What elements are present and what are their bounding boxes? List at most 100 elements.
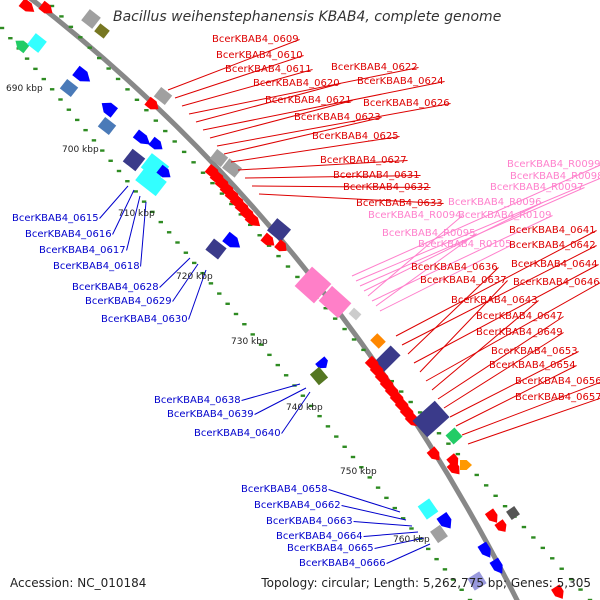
leader-line — [241, 383, 301, 401]
leader-line — [449, 351, 579, 418]
leader-line — [258, 193, 444, 204]
gene-label-red: BcerKBAB4_0632 — [343, 182, 430, 193]
kbp-scale-label: 730 kbp — [231, 337, 268, 347]
leader-line — [99, 185, 129, 219]
leader-line — [195, 83, 341, 123]
gene-box — [266, 218, 292, 242]
leader-line — [188, 67, 419, 115]
gene-arrow — [477, 541, 491, 558]
leader-line — [379, 244, 513, 312]
leader-line — [461, 381, 600, 436]
gene-box — [59, 78, 79, 98]
gene-box — [417, 498, 439, 520]
gene-box — [135, 165, 167, 197]
gene-label-pink: BcerKBAB4_R0096 — [448, 197, 542, 208]
leader-lines — [99, 39, 600, 564]
kbp-scale-label: 710 kbp — [118, 209, 155, 219]
leader-line — [386, 543, 431, 564]
leader-line — [455, 365, 577, 427]
gene-label-pink: BcerKBAB4_R0095 — [382, 228, 476, 239]
gene-label-red-lower: BcerKBAB4_0646 — [513, 277, 600, 288]
leader-line — [188, 269, 207, 320]
gene-arrow — [484, 508, 498, 523]
gene-label-red: BcerKBAB4_0624 — [357, 76, 444, 87]
gene-label-blue: BcerKBAB4_0640 — [194, 428, 281, 439]
leader-line — [355, 177, 600, 282]
leader-line — [244, 175, 421, 179]
gene-label-red: BcerKBAB4_0627 — [320, 155, 407, 166]
gene-label-blue: BcerKBAB4_0628 — [72, 282, 159, 293]
gene-label-red: BcerKBAB4_0631 — [333, 170, 420, 181]
gene-label-red-lower: BcerKBAB4_0644 — [511, 259, 598, 270]
gene-label-red-lower: BcerKBAB4_0649 — [476, 327, 563, 338]
gene-label-red-lower: BcerKBAB4_0657 — [515, 392, 600, 403]
gene-arrow — [144, 96, 159, 110]
gene-box — [94, 23, 110, 39]
gene-label-blue: BcerKBAB4_0666 — [299, 558, 386, 569]
gene-label-red: BcerKBAB4_0625 — [312, 131, 399, 142]
gene-arrow — [38, 0, 53, 14]
gene-label-red-lower: BcerKBAB4_0637 — [420, 275, 507, 286]
gene-label-blue: BcerKBAB4_0617 — [39, 245, 126, 256]
kbp-scale-label: 740 kbp — [286, 403, 323, 413]
gene-label-blue: BcerKBAB4_0638 — [154, 395, 241, 406]
gene-arrow — [148, 136, 163, 150]
kbp-scale-label: 760 kbp — [393, 535, 430, 545]
leader-line — [181, 69, 313, 107]
kbp-scale-label: 690 kbp — [6, 84, 43, 94]
gene-arrow — [551, 584, 564, 599]
leader-line — [351, 164, 600, 277]
gene-box — [370, 333, 386, 349]
gene-label-blue: BcerKBAB4_0658 — [241, 484, 328, 495]
backbone-arc — [28, 0, 520, 600]
gene-label-red: BcerKBAB4_0621 — [265, 95, 352, 106]
leader-line — [216, 103, 451, 147]
gene-label-blue: BcerKBAB4_0664 — [276, 531, 363, 542]
leader-line — [467, 397, 600, 445]
gene-arrow — [315, 356, 328, 369]
gene-label-pink: BcerKBAB4_R0099 — [507, 159, 600, 170]
leader-line — [341, 505, 407, 521]
gene-arrow — [494, 519, 507, 532]
gene-label-pink: BcerKBAB4_R0105 — [418, 239, 512, 250]
gene-box — [27, 33, 47, 53]
gene-label-pink: BcerKBAB4_R0109 — [458, 210, 552, 221]
gene-label-pink: BcerKBAB4_R0094 — [368, 210, 462, 221]
leader-line — [328, 489, 401, 513]
gene-arrow — [489, 557, 503, 574]
gene-arrow — [426, 446, 440, 461]
leader-line — [374, 537, 425, 549]
topology-text: Topology: circular; Length: 5,262,775 bp… — [261, 576, 591, 590]
gene-layer — [15, 0, 564, 599]
kbp-scale-label: 750 kbp — [340, 467, 377, 477]
gene-arrow — [222, 231, 241, 248]
gene-label-red: BcerKBAB4_0626 — [363, 98, 450, 109]
gene-box — [153, 86, 173, 106]
gene-label-blue: BcerKBAB4_0629 — [85, 296, 172, 307]
gene-box — [318, 285, 352, 319]
gene-label-red: BcerKBAB4_0620 — [253, 78, 340, 89]
leader-line — [407, 267, 499, 355]
leader-line — [202, 81, 445, 131]
gene-label-red-lower: BcerKBAB4_0642 — [509, 240, 596, 251]
gene-arrow — [460, 460, 472, 470]
gene-label-pink: BcerKBAB4_R0098 — [510, 171, 600, 182]
gene-box — [348, 307, 362, 321]
leader-line — [209, 100, 353, 139]
leader-line — [140, 201, 147, 267]
gene-box — [122, 148, 146, 172]
leader-line — [167, 39, 300, 91]
gene-label-red-lower: BcerKBAB4_0654 — [489, 360, 576, 371]
gene-label-blue: BcerKBAB4_0615 — [12, 213, 99, 224]
leader-line — [425, 282, 600, 382]
leader-line — [112, 189, 135, 235]
leader-line — [367, 215, 463, 297]
kbp-scale-label: 720 kbp — [176, 272, 213, 282]
gene-arrow — [72, 65, 91, 82]
gene-label-blue: BcerKBAB4_0663 — [266, 516, 353, 527]
gene-label-red-lower: BcerKBAB4_0653 — [491, 346, 578, 357]
gene-box — [294, 266, 332, 304]
gene-label-pink: BcerKBAB4_R0097 — [490, 182, 584, 193]
gene-label-blue: BcerKBAB4_0639 — [167, 409, 254, 420]
